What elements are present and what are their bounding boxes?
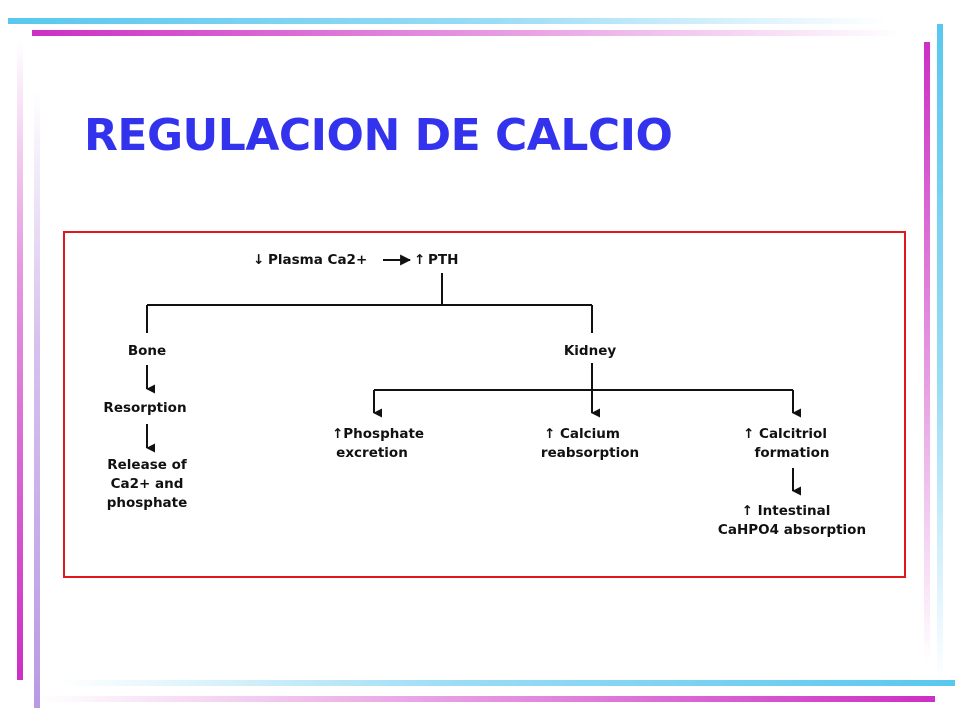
left-lavender-bar [34,90,40,708]
phosphate-line-1: ↑Phosphate [332,426,424,442]
intestinal-line-2: CaHPO4 absorption [718,522,866,538]
phosphate-line-2: excretion [336,445,408,461]
diagram-frame: ↓ Plasma Ca2+ ↑ PTH Bone Resorption Rele… [63,231,906,578]
intestinal-line-1: ↑ Intestinal [742,503,831,519]
bottom-cyan-bar [60,680,955,686]
bottom-magenta-bar [40,696,935,702]
release-line-2: Ca2+ and [111,476,184,492]
plasma-calcium-label: Plasma Ca2+ [268,252,367,268]
calcium-line-1: ↑ Calcium [544,426,620,442]
calcitriol-line-1: ↑ Calcitriol [743,426,827,442]
calcium-regulation-diagram: ↓ Plasma Ca2+ ↑ PTH Bone Resorption Rele… [103,252,866,538]
top-cyan-bar [8,18,888,24]
calcium-line-2: reabsorption [541,445,639,461]
bone-label: Bone [128,343,166,359]
slide-title: REGULACION DE CALCIO [84,110,673,161]
resorption-label: Resorption [103,400,186,416]
release-line-1: Release of [107,457,187,473]
calcitriol-line-2: formation [755,445,830,461]
release-line-3: phosphate [107,495,188,511]
increase-arrow-icon: ↑ [414,252,425,268]
right-cyan-bar [937,24,943,682]
decrease-arrow-icon: ↓ [253,252,264,268]
pth-label: PTH [428,252,458,268]
top-magenta-bar [32,30,902,36]
right-magenta-bar [924,42,930,662]
left-magenta-bar [17,40,23,680]
kidney-label: Kidney [564,343,617,359]
